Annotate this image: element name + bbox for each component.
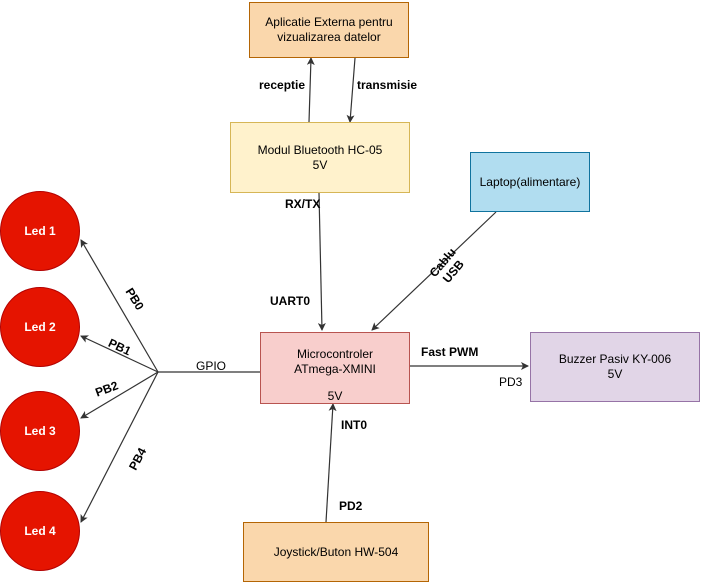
arrow-receptie xyxy=(306,57,315,123)
label-gpio: GPIO xyxy=(196,359,227,373)
arrow-pb4 xyxy=(80,371,159,523)
arrow-pb0 xyxy=(80,239,159,373)
microcontroller-box: Microcontroler ATmega-XMINI 5V xyxy=(260,332,410,404)
arrow-int0 xyxy=(325,403,337,523)
external-app-line1: Aplicatie Externa pentru xyxy=(265,15,393,29)
arrow-usb xyxy=(371,211,497,331)
led-3: Led 3 xyxy=(0,391,80,471)
external-app-box: Aplicatie Externa pentru vizualizarea da… xyxy=(249,2,409,58)
joystick-box: Joystick/Buton HW-504 xyxy=(243,522,429,582)
led-4-label: Led 4 xyxy=(24,524,56,538)
label-pd3: PD3 xyxy=(499,375,523,389)
buzzer-box: Buzzer Pasiv KY-006 5V xyxy=(530,332,700,402)
led-1: Led 1 xyxy=(0,191,80,271)
mcu-line2: ATmega-XMINI xyxy=(294,362,376,376)
led-2: Led 2 xyxy=(0,287,80,367)
arrow-uart0 xyxy=(317,192,326,331)
joystick-line1: Joystick/Buton HW-504 xyxy=(273,544,399,559)
label-transmisie: transmisie xyxy=(357,78,418,92)
label-fast-pwm: Fast PWM xyxy=(421,345,479,359)
label-int0: INT0 xyxy=(341,418,368,432)
bluetooth-line1: Modul Bluetooth HC-05 xyxy=(257,142,383,157)
buzzer-line2: 5V xyxy=(607,367,623,381)
laptop-box: Laptop(alimentare) xyxy=(470,152,590,212)
label-receptie: receptie xyxy=(259,78,306,92)
led-1-label: Led 1 xyxy=(24,224,56,238)
mcu-line1: Microcontroler xyxy=(296,347,374,361)
laptop-line1: Laptop(alimentare) xyxy=(479,174,581,189)
label-pd2: PD2 xyxy=(339,499,363,513)
led-3-label: Led 3 xyxy=(24,424,56,438)
arrow-pb2 xyxy=(80,371,159,419)
buzzer-line1: Buzzer Pasiv KY-006 xyxy=(558,352,672,366)
led-2-label: Led 2 xyxy=(24,320,56,334)
arrow-transmisie xyxy=(346,57,356,123)
external-app-line2: vizualizarea datelor xyxy=(277,30,381,44)
label-rxtx: RX/TX xyxy=(285,197,321,211)
bluetooth-line2: 5V xyxy=(312,157,328,172)
mcu-line3: 5V xyxy=(327,389,343,403)
arrow-pb1 xyxy=(80,335,159,373)
label-uart0: UART0 xyxy=(270,294,311,308)
led-4: Led 4 xyxy=(0,491,80,571)
bluetooth-module-box: Modul Bluetooth HC-05 5V xyxy=(230,122,410,193)
